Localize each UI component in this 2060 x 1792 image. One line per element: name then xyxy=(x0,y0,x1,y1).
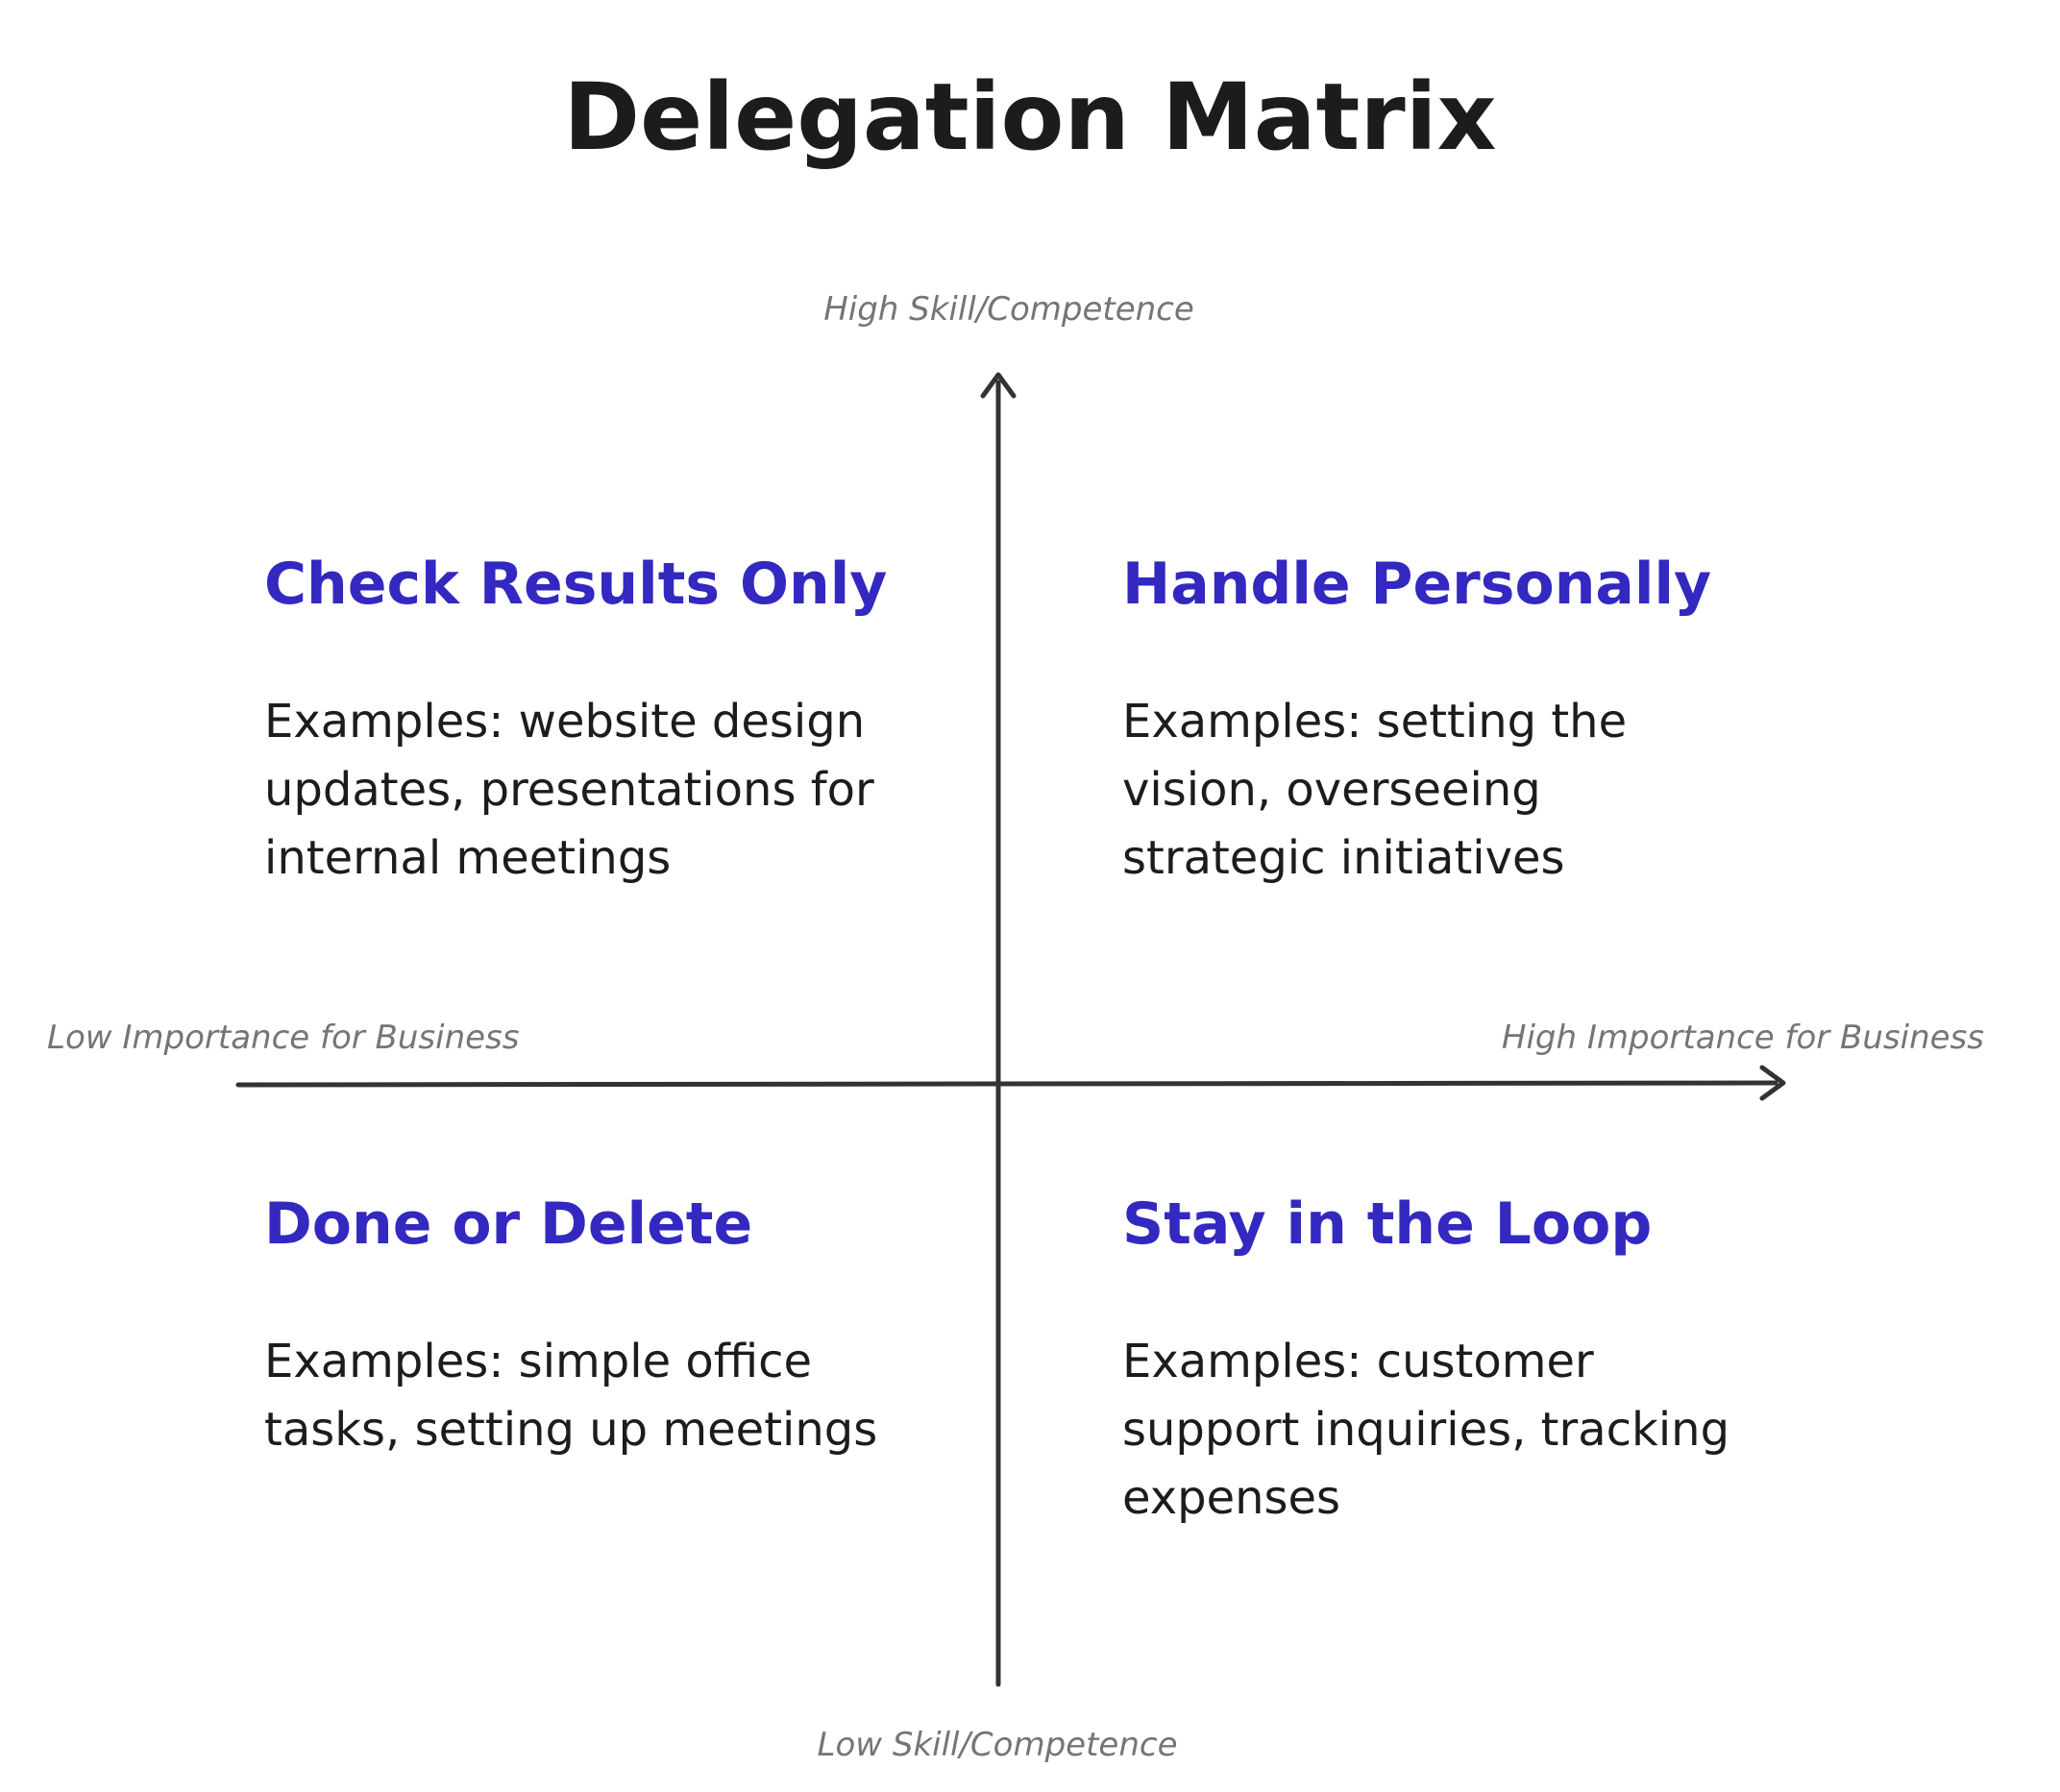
quadrant-title: Check Results Only xyxy=(264,551,888,618)
diagram-title: Delegation Matrix xyxy=(563,63,1497,171)
x-axis-low-label: Low Importance for Business xyxy=(47,1019,520,1057)
horizontal-axis-line xyxy=(235,1080,1778,1088)
quadrant-title: Handle Personally xyxy=(1122,551,1712,618)
quadrant-title: Stay in the Loop xyxy=(1122,1191,1653,1258)
y-axis-high-label: High Skill/Competence xyxy=(823,290,1194,329)
x-axis-high-label: High Importance for Business xyxy=(1501,1019,1984,1057)
quadrant-description: Examples: website design updates, presen… xyxy=(264,695,874,885)
quadrant-description: Examples: setting the vision, overseeing… xyxy=(1122,695,1628,885)
quadrant-description: Examples: customer support inquiries, tr… xyxy=(1122,1335,1730,1525)
vertical-axis-arrowhead xyxy=(980,372,1017,399)
y-axis-low-label: Low Skill/Competence xyxy=(817,1726,1178,1764)
quadrant-title: Done or Delete xyxy=(264,1191,753,1258)
quadrant-description: Examples: simple office tasks, setting u… xyxy=(264,1335,878,1457)
horizontal-axis-arrowhead xyxy=(1759,1065,1786,1101)
